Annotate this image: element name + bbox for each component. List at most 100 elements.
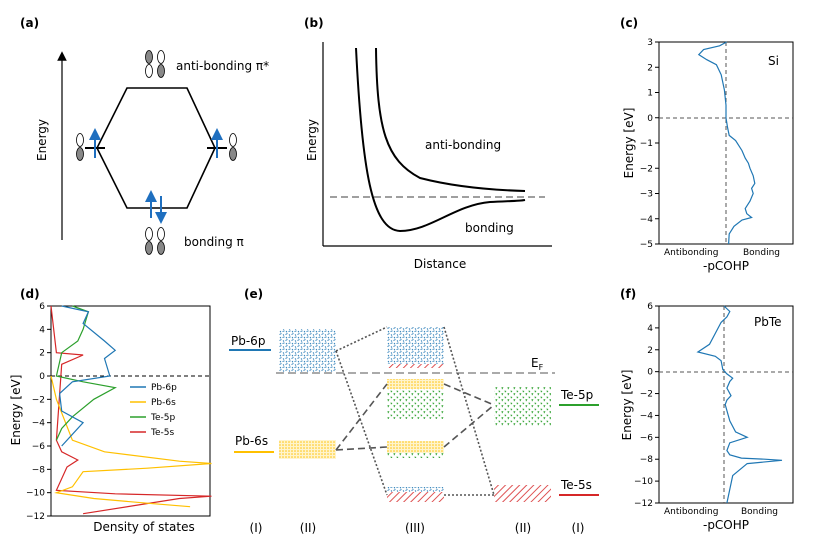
panel-b-energy-label: Energy (305, 119, 319, 161)
panel-e: (e) Pb-6p Pb-6s Te-5p Te-5s EF (229, 287, 599, 535)
right-p-orbital-icon (229, 133, 237, 161)
y-tick-label: 2 (39, 349, 45, 359)
column-label-1: (I) (250, 521, 263, 535)
y-tick-label: 1 (647, 89, 653, 99)
mo-hexagon (96, 87, 216, 209)
panel-b-bonding-label: bonding (465, 221, 514, 235)
pb6s-block-II (279, 440, 336, 459)
dos-te5s-curve (50, 305, 212, 515)
bonding-orbital-icon (145, 227, 165, 255)
panel-d-xlabel: Density of states (93, 520, 194, 534)
y-tick-label: 2 (647, 63, 653, 73)
fermi-label: EF (531, 356, 544, 372)
panel-b-distance-label: Distance (414, 257, 466, 271)
y-tick-label: −8 (32, 465, 46, 475)
panel-c-bonding-label: Bonding (743, 248, 780, 258)
y-tick-label: −6 (32, 442, 46, 452)
y-tick-label: −12 (26, 512, 45, 522)
y-tick-label: −6 (640, 433, 654, 443)
panel-d-label: (d) (20, 287, 40, 301)
dashed-connectors (335, 383, 495, 451)
panel-c-label: (c) (620, 16, 638, 30)
column-label-3: (III) (405, 521, 425, 535)
y-tick-label: −5 (640, 240, 653, 250)
pb6s-antibonding-III (387, 379, 444, 389)
pb6p-sliver-III-bottom (387, 487, 444, 492)
pb6s-bonding-III (387, 441, 444, 453)
y-tick-label: −2 (32, 395, 45, 405)
antibonding-pi-label: anti-bonding π* (176, 59, 269, 73)
pb6p-label: Pb-6p (231, 334, 265, 348)
legend-pb6p: Pb-6p (151, 383, 177, 393)
y-tick-label: 3 (647, 38, 653, 48)
te5p-block-III-top (387, 389, 444, 419)
panel-c-xlabel: -pCOHP (703, 259, 749, 273)
dos-pb6s-curve (50, 375, 212, 508)
y-tick-label: 4 (39, 325, 45, 335)
y-tick-label: −2 (640, 390, 653, 400)
panel-f-frame (658, 305, 794, 504)
te5s-label: Te-5s (560, 478, 592, 492)
panel-f-cohp-curve (696, 305, 783, 504)
pb6p-block-III (387, 327, 444, 364)
panel-a-energy-label: Energy (35, 119, 49, 161)
dotted-connectors (335, 326, 495, 496)
bonding-curve (355, 47, 526, 233)
bonding-pi-label: bonding π (184, 235, 244, 249)
te5p-block-III-bottom (387, 453, 444, 458)
panel-e-label: (e) (244, 287, 263, 301)
panel-f-y-ticks: 6 4 2 0 −2 −4 −6 −8 −10 −12 (634, 302, 659, 509)
panel-d-legend: Pb-6p Pb-6s Te-5p Te-5s (130, 383, 177, 438)
panel-f-material: PbTe (754, 315, 782, 329)
y-tick-label: −10 (634, 477, 653, 487)
panel-d-ylabel: Energy [eV] (9, 375, 23, 446)
y-tick-label: 0 (647, 114, 653, 124)
y-tick-label: 4 (647, 324, 653, 334)
panel-d-frame (50, 305, 211, 517)
antibonding-orbital-icon (145, 50, 165, 78)
panel-c-ylabel: Energy [eV] (622, 108, 636, 179)
pb6p-block-II (279, 329, 336, 372)
y-tick-label: −4 (32, 419, 46, 429)
y-tick-label: −8 (640, 455, 654, 465)
legend-te5p: Te-5p (150, 413, 175, 423)
y-tick-label: −4 (640, 411, 654, 421)
dos-te5p-curve (55, 305, 117, 441)
panel-b-label: (b) (304, 16, 324, 30)
panel-f-label: (f) (620, 287, 636, 301)
column-label-4: (II) (515, 521, 531, 535)
y-tick-label: 0 (647, 368, 653, 378)
panel-c-y-ticks: 3 2 1 0 −1 −2 −3 −4 −5 (640, 38, 659, 250)
legend-pb6s: Pb-6s (151, 398, 176, 408)
te5s-block-II (494, 485, 551, 502)
legend-te5s: Te-5s (150, 428, 174, 438)
dos-pb6p-curve (58, 305, 117, 447)
te5p-label: Te-5p (560, 388, 593, 402)
y-tick-label: −1 (640, 139, 653, 149)
column-label-2: (II) (300, 521, 316, 535)
panel-f-xlabel: -pCOHP (703, 518, 749, 532)
column-label-5: (I) (572, 521, 585, 535)
y-tick-label: 6 (647, 302, 653, 312)
panel-f-antibonding-label: Antibonding (664, 507, 718, 517)
y-tick-label: 0 (39, 372, 45, 382)
te5s-block-III (387, 492, 444, 502)
y-tick-label: −3 (640, 190, 653, 200)
y-tick-label: −12 (634, 499, 653, 509)
y-tick-label: −4 (640, 215, 654, 225)
y-tick-label: 2 (647, 346, 653, 356)
te5p-block-II (494, 387, 551, 426)
y-tick-label: −2 (640, 164, 653, 174)
left-p-orbital-icon (76, 133, 84, 161)
y-tick-label: −10 (26, 489, 45, 499)
pb6s-label: Pb-6s (235, 434, 268, 448)
panel-b: (b) Energy Distance anti-bonding bonding (304, 16, 552, 271)
panel-a: (a) Energy anti-bonding (20, 16, 269, 255)
panel-c-antibonding-label: Antibonding (664, 248, 718, 258)
panel-f-ylabel: Energy [eV] (620, 370, 634, 441)
